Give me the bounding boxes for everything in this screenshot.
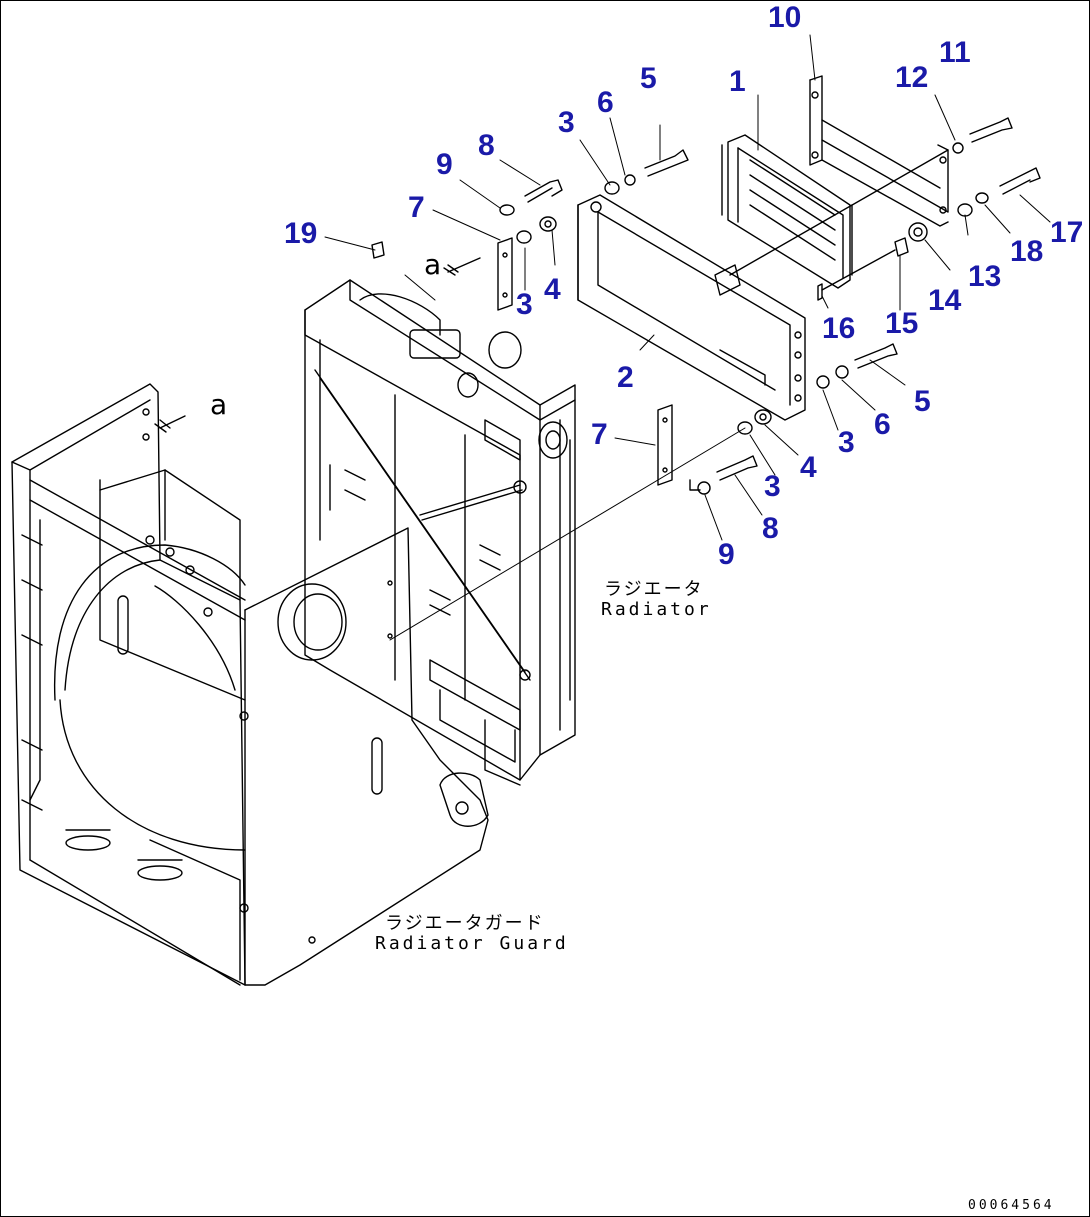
callout-9: 9 bbox=[718, 538, 735, 571]
callout-4: 4 bbox=[544, 273, 561, 306]
radiator-label-en: Radiator bbox=[601, 599, 712, 620]
leader-lines bbox=[324, 34, 1051, 641]
callout-2: 2 bbox=[617, 361, 634, 394]
callout-12: 12 bbox=[895, 61, 929, 94]
callout-3: 3 bbox=[764, 470, 781, 503]
callout-7: 7 bbox=[408, 191, 425, 224]
callout-5: 5 bbox=[640, 62, 657, 95]
callout-7: 7 bbox=[591, 418, 608, 451]
callout-14: 14 bbox=[928, 284, 962, 317]
callout-5: 5 bbox=[914, 385, 931, 418]
plates-drawing bbox=[497, 237, 701, 491]
cooler-drawing bbox=[721, 134, 853, 289]
callout-8: 8 bbox=[478, 129, 495, 162]
hardware-drawing bbox=[154, 117, 1041, 495]
radiator-label-jp: ラジエータ bbox=[604, 579, 704, 600]
view-mark-a: a bbox=[210, 388, 228, 421]
radiator-core-drawing bbox=[304, 279, 576, 786]
callout-17: 17 bbox=[1050, 216, 1084, 249]
callout-11: 11 bbox=[939, 36, 971, 69]
callout-16: 16 bbox=[822, 312, 856, 345]
callout-6: 6 bbox=[597, 86, 614, 119]
radiator-guard-label-en: Radiator Guard bbox=[375, 933, 569, 954]
callout-3: 3 bbox=[558, 106, 575, 139]
callout-6: 6 bbox=[874, 408, 891, 441]
drawing-number: 00064564 bbox=[968, 1198, 1055, 1213]
callout-15: 15 bbox=[885, 307, 919, 340]
callout-9: 9 bbox=[436, 148, 453, 181]
callout-3: 3 bbox=[516, 288, 533, 321]
callout-3: 3 bbox=[838, 426, 855, 459]
callout-1: 1 bbox=[729, 65, 746, 98]
callout-10: 10 bbox=[768, 1, 802, 34]
radiator-guard-label-jp: ラジエータガード bbox=[385, 913, 545, 934]
callout-13: 13 bbox=[968, 260, 1002, 293]
callout-8: 8 bbox=[762, 512, 779, 545]
view-mark-a: a bbox=[424, 248, 442, 281]
bracket-drawing bbox=[577, 194, 806, 421]
callout-4: 4 bbox=[800, 451, 817, 484]
callout-19: 19 bbox=[284, 217, 318, 250]
radiator-guard-drawing bbox=[11, 383, 489, 986]
upper-bracket-drawing bbox=[714, 75, 949, 296]
callout-18: 18 bbox=[1010, 235, 1044, 268]
